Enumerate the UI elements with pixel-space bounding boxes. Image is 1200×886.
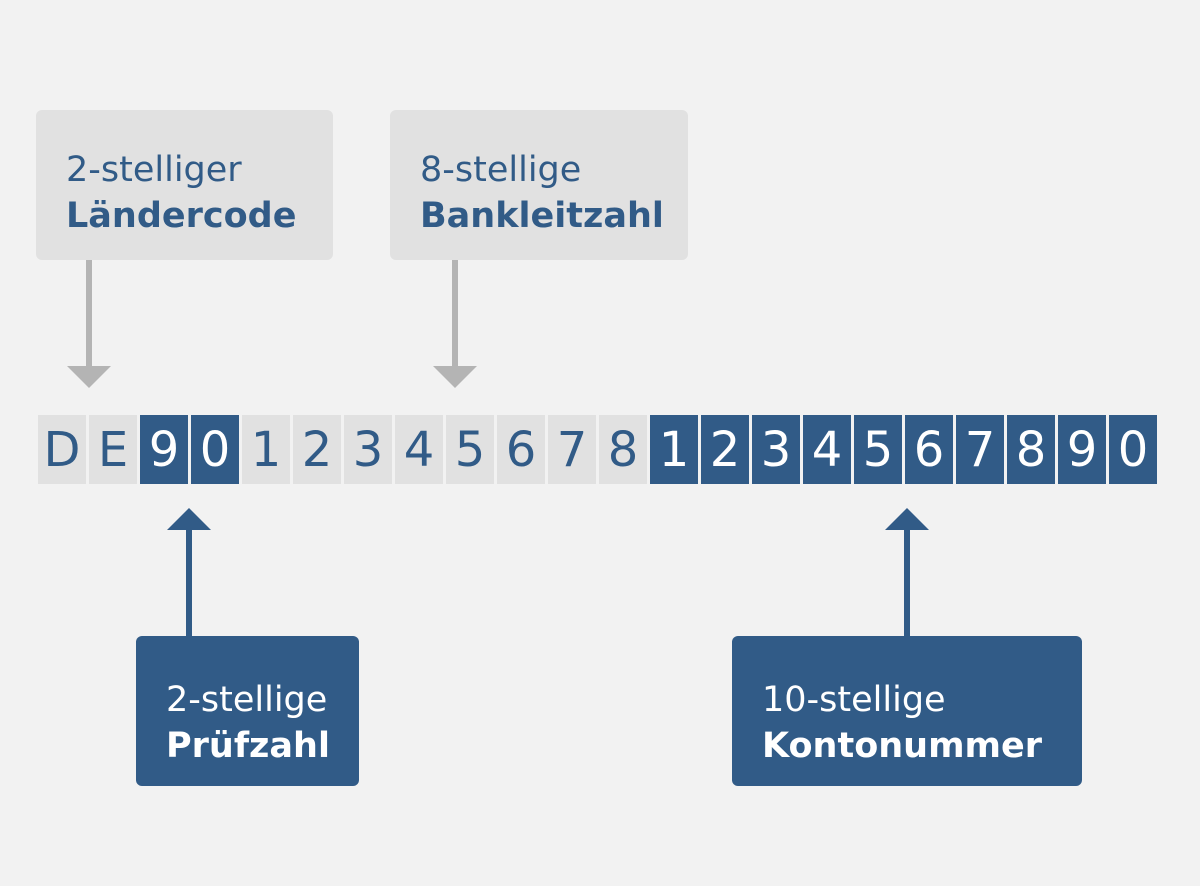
check-digits-arrow-icon	[167, 508, 211, 638]
iban-digit-account: 0	[1109, 415, 1157, 484]
iban-digit-account: 1	[650, 415, 698, 484]
iban-digit-account: 3	[752, 415, 800, 484]
iban-digit-bank: 7	[548, 415, 596, 484]
account-number-label-line2: Kontonummer	[762, 726, 1043, 766]
iban-digit-country: E	[89, 415, 137, 484]
check-digits-label-line1: 2-stellige	[166, 680, 328, 720]
country-code-arrow-icon	[67, 260, 111, 388]
iban-digit-bank: 8	[599, 415, 647, 484]
account-number-arrow-icon	[885, 508, 929, 638]
account-number-label: 10-stellige Kontonummer	[732, 636, 1082, 786]
iban-digit-bank: 6	[497, 415, 545, 484]
account-number-label-line1: 10-stellige	[762, 680, 946, 720]
iban-digit-account: 9	[1058, 415, 1106, 484]
iban-digit-account: 8	[1007, 415, 1055, 484]
check-digits-label-line2: Prüfzahl	[166, 726, 330, 766]
iban-digit-account: 5	[854, 415, 902, 484]
check-digits-label: 2-stellige Prüfzahl	[136, 636, 359, 786]
bank-code-label: 8-stellige Bankleitzahl	[390, 110, 688, 260]
bank-code-label-line2: Bankleitzahl	[420, 196, 664, 236]
iban-digit-bank: 4	[395, 415, 443, 484]
country-code-label: 2-stelliger Ländercode	[36, 110, 333, 260]
bank-code-arrow-icon	[433, 260, 477, 388]
country-code-label-line2: Ländercode	[66, 196, 297, 236]
iban-digit-account: 2	[701, 415, 749, 484]
iban-digit-bank: 1	[242, 415, 290, 484]
iban-digit-bank: 2	[293, 415, 341, 484]
country-code-label-line1: 2-stelliger	[66, 150, 242, 190]
iban-digit-check: 9	[140, 415, 188, 484]
iban-digit-bank: 5	[446, 415, 494, 484]
iban-digit-check: 0	[191, 415, 239, 484]
bank-code-label-line1: 8-stellige	[420, 150, 582, 190]
iban-digit-bank: 3	[344, 415, 392, 484]
iban-digit-account: 4	[803, 415, 851, 484]
iban-digit-account: 7	[956, 415, 1004, 484]
iban-digit-country: D	[38, 415, 86, 484]
iban-digit-account: 6	[905, 415, 953, 484]
